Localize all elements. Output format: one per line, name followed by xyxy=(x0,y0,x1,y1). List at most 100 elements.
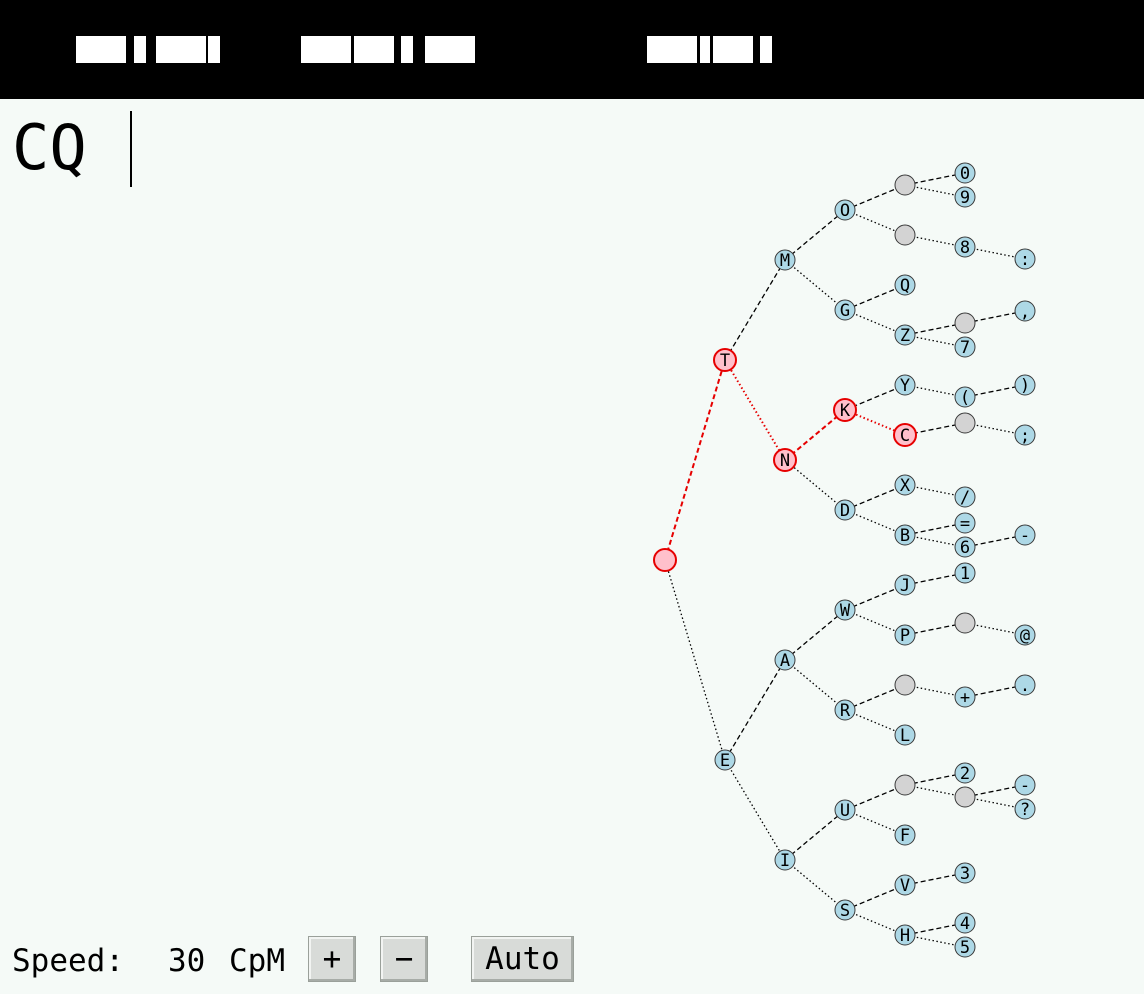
tree-node-J xyxy=(894,574,916,596)
tree-edge-G-Z xyxy=(844,309,906,336)
tree-node-label-n6: 6 xyxy=(960,538,970,558)
tree-node-L xyxy=(894,724,916,746)
tree-node-O xyxy=(834,199,856,221)
tree-node-n0 xyxy=(954,162,976,184)
typed-text: CQ xyxy=(12,111,87,184)
tree-node-S xyxy=(834,899,856,921)
tree-node-A xyxy=(774,649,796,671)
tree-node-label-H: H xyxy=(900,926,910,946)
tree-edge-G-Q xyxy=(844,284,906,311)
tree-node-label-n0: 0 xyxy=(960,164,970,184)
tree-node-label-T: T xyxy=(720,351,730,371)
tree-node-label-qm: ? xyxy=(1020,800,1030,820)
tree-edge-E-A xyxy=(724,659,786,761)
tree-node-label-hy: - xyxy=(1020,526,1030,546)
tree-node-label-pd: . xyxy=(1020,676,1030,696)
tree-node-label-n3: 3 xyxy=(960,864,970,884)
tree-node-n5 xyxy=(954,936,976,958)
tree-node-n7 xyxy=(954,336,976,358)
tree-node-label-G: G xyxy=(840,301,850,321)
morse-dot xyxy=(134,36,146,63)
tree-node-hy xyxy=(1014,524,1036,546)
tree-node-pl xyxy=(954,686,976,708)
tree-node-label-eq: = xyxy=(960,514,970,534)
tree-node-h2 xyxy=(1014,774,1036,796)
tree-node-label-E: E xyxy=(720,751,730,771)
tree-node-label-V: V xyxy=(900,876,910,896)
tree-node-lp xyxy=(954,386,976,408)
tree-edge-I-S xyxy=(784,859,846,911)
tree-node-label-Q: Q xyxy=(900,276,910,296)
tree-node-E xyxy=(714,749,736,771)
tree-edge-root-E xyxy=(664,559,726,761)
speed-value: 30 xyxy=(168,943,206,979)
tree-node-label-S: S xyxy=(840,901,850,921)
tree-node-n8 xyxy=(954,236,976,258)
tree-node-label-Y: Y xyxy=(900,376,910,396)
speed-unit: CpM xyxy=(229,943,285,979)
tree-node-n3 xyxy=(954,862,976,884)
tree-node-label-n4: 4 xyxy=(960,914,970,934)
tree-node-label-n5: 5 xyxy=(960,938,970,958)
morse-dot xyxy=(401,36,413,63)
morse-dash xyxy=(713,36,753,63)
tree-edge-S-H xyxy=(844,909,906,936)
tree-edge-N-D xyxy=(784,459,846,511)
tree-node-label-P: P xyxy=(900,626,910,646)
morse-dot xyxy=(760,36,772,63)
auto-button[interactable]: Auto xyxy=(471,936,574,982)
tree-node-eq xyxy=(954,512,976,534)
tree-node-label-at: @ xyxy=(1020,626,1030,646)
tree-node-label-n9: 9 xyxy=(960,188,970,208)
tree-node-label-cm: , xyxy=(1020,302,1030,322)
tree-node-X xyxy=(894,474,916,496)
tree-node-label-K: K xyxy=(840,401,851,421)
tree-node-C1 xyxy=(954,412,976,434)
tree-edge-N-K xyxy=(784,409,846,461)
morse-dot xyxy=(208,36,220,63)
tree-node-label-n8: 8 xyxy=(960,238,970,258)
tree-node-label-W: W xyxy=(840,601,851,621)
tree-node-T xyxy=(713,348,737,372)
tree-node-label-n2: 2 xyxy=(960,764,970,784)
tree-node-Z xyxy=(894,324,916,346)
tree-node-I xyxy=(774,849,796,871)
tree-node-label-sc: ; xyxy=(1020,426,1030,446)
speed-decrease-button[interactable]: − xyxy=(380,936,428,982)
tree-edge-O-O2 xyxy=(844,209,906,236)
tree-node-R1 xyxy=(894,674,916,696)
tree-node-n9 xyxy=(954,186,976,208)
tree-node-F xyxy=(894,824,916,846)
morse-display-bar xyxy=(0,0,1144,99)
morse-dash xyxy=(301,36,351,63)
tree-node-pd xyxy=(1014,674,1036,696)
tree-node-label-h2: - xyxy=(1020,776,1030,796)
tree-node-R xyxy=(834,699,856,721)
tree-node-G xyxy=(834,299,856,321)
tree-node-co xyxy=(1014,248,1036,270)
tree-node-n4 xyxy=(954,912,976,934)
morse-dash xyxy=(647,36,697,63)
tree-edge-T-M xyxy=(724,259,786,361)
tree-node-V xyxy=(894,874,916,896)
tree-node-Z1 xyxy=(954,312,976,334)
tree-node-at xyxy=(1014,624,1036,646)
morse-dash xyxy=(156,36,206,63)
morse-dash xyxy=(425,36,475,63)
tree-edge-W-J xyxy=(844,584,906,611)
tree-node-label-B: B xyxy=(900,526,910,546)
tree-node-label-R: R xyxy=(840,701,851,721)
tree-node-cm xyxy=(1014,300,1036,322)
tree-node-n6 xyxy=(954,536,976,558)
tree-node-P1 xyxy=(954,612,976,634)
tree-node-label-U: U xyxy=(840,801,850,821)
tree-edge-E-I xyxy=(724,759,786,861)
tree-node-label-M: M xyxy=(780,251,790,271)
speed-increase-button[interactable]: + xyxy=(308,936,356,982)
tree-edge-T-N xyxy=(724,359,786,461)
morse-dash xyxy=(76,36,126,63)
tree-node-label-F: F xyxy=(900,826,910,846)
tree-edge-K-C xyxy=(844,409,906,436)
tree-node-N xyxy=(773,448,797,472)
tree-node-label-I: I xyxy=(780,851,790,871)
